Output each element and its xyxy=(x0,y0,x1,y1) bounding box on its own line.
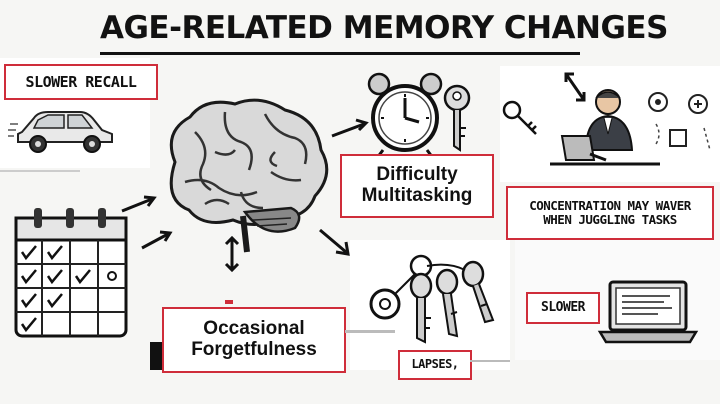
forgetfulness-label: Occasional Forgetfulness xyxy=(162,307,346,373)
slower-label: SLOWER xyxy=(526,292,600,324)
brain-icon xyxy=(169,98,329,253)
multitasking-line-1: Difficulty xyxy=(376,164,458,186)
arrow-icon xyxy=(564,72,586,102)
car-icon xyxy=(8,111,113,153)
slower-recall-label: SLOWER RECALL xyxy=(4,64,158,100)
glitch-fragment xyxy=(345,330,395,333)
key-icon xyxy=(443,84,471,152)
forgetfulness-line-2: Forgetfulness xyxy=(191,339,317,360)
multitasking-label: Difficulty Multitasking xyxy=(340,154,494,218)
laptop-icon xyxy=(597,280,699,344)
arrow-icon xyxy=(224,235,240,273)
alarm-clock-icon xyxy=(367,72,443,159)
gear-icon xyxy=(648,92,711,151)
lapses-label: LAPSES, xyxy=(398,350,472,380)
concentration-label: CONCENTRATION MAY WAVER WHEN JUGGLING TA… xyxy=(506,186,714,240)
page-title: AGE-RELATED MEMORY CHANGES xyxy=(100,10,668,46)
arrow-icon xyxy=(331,118,369,138)
keys-bunch-icon xyxy=(369,254,495,344)
calendar-icon xyxy=(14,208,128,338)
concentration-line-1: CONCENTRATION MAY WAVER xyxy=(529,198,691,214)
glitch-fragment xyxy=(470,360,510,362)
glitch-fragment xyxy=(225,300,233,304)
title-underline xyxy=(100,52,580,55)
glitch-fragment xyxy=(0,170,80,172)
multitasking-line-2: Multitasking xyxy=(361,185,473,206)
arrow-icon xyxy=(141,230,173,250)
arrow-icon xyxy=(319,228,350,256)
arrow-icon xyxy=(121,195,157,213)
concentration-line-2: WHEN JUGGLING TASKS xyxy=(543,212,677,227)
forgetfulness-line-1: Occasional xyxy=(203,318,305,340)
key-icon xyxy=(502,100,537,135)
person-at-laptop-icon xyxy=(550,89,660,166)
glitch-fragment xyxy=(150,342,162,370)
